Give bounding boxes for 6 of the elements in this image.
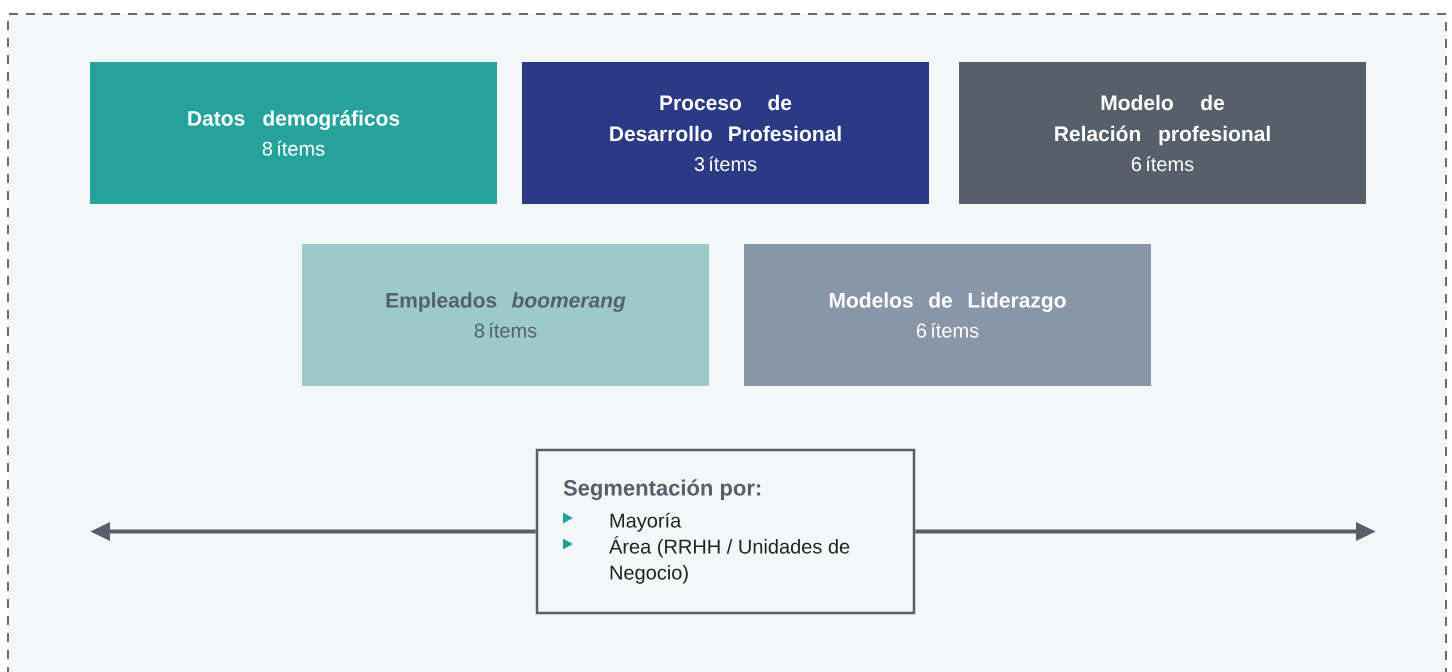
category-box: Proceso de Desarrollo Profesional 3 ítems: [522, 62, 929, 204]
category-box: Datos demográficos 8 ítems: [90, 62, 497, 204]
category-box: Empleados boomerang 8 ítems: [302, 244, 709, 386]
segmentation-box: Segmentación por: Mayoría Área (RRHH / Unidades de Negocio): [535, 448, 916, 615]
category-box: Modelo de Relación profesional 6 ítems: [959, 62, 1366, 204]
category-box: Modelos de Liderazgo 6 ítems: [744, 244, 1151, 386]
